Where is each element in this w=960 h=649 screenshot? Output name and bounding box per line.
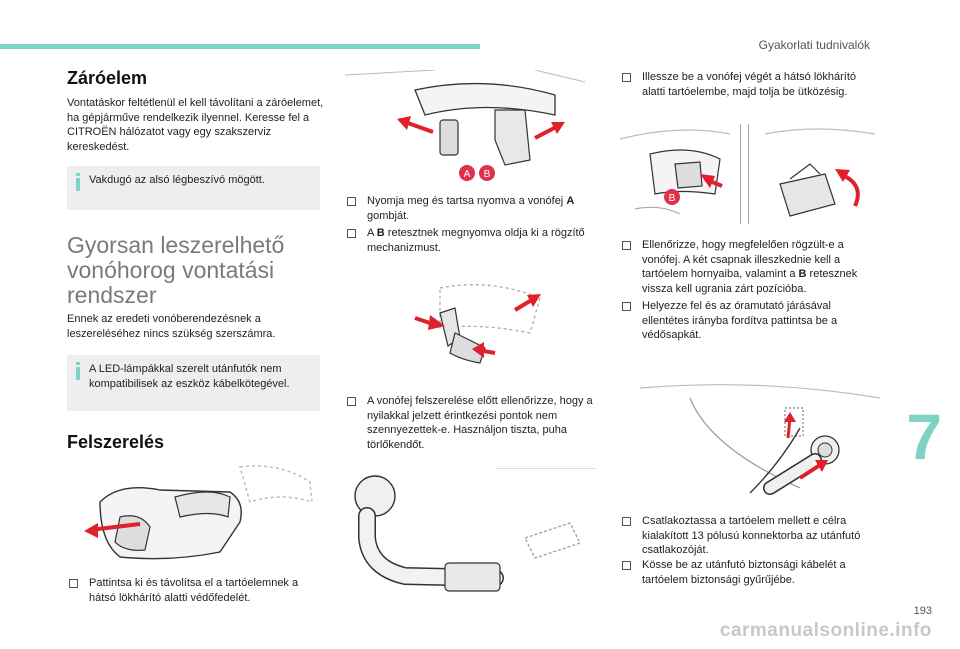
step-check-locked-text: Ellenőrizze, hogy megfelelően rögzült-e … <box>642 239 844 280</box>
step-connect-socket-text: Csatlakoztassa a tartóelem mellett e cél… <box>642 515 861 556</box>
step-insert-hook-text: Illessze be a vonófej végét a hátsó lökh… <box>642 71 857 98</box>
paragraph-vonohorog: Ennek az eredeti vonóberendezésnek a les… <box>67 313 276 340</box>
step-press-button-a: Nyomja meg és tartsa nyomva a vonófej A … <box>345 194 595 223</box>
checkbox-bullet-icon <box>622 561 631 570</box>
page-number: 193 <box>913 605 932 617</box>
step-release-latch-b-text-end: retesztnek megnyomva oldja ki a rögzítő … <box>367 227 585 254</box>
checkbox-bullet-icon <box>622 73 631 82</box>
step-safety-cable: Kösse be az utánfutó biztonsági kábelét … <box>620 558 880 587</box>
chapter-number: 7 <box>906 401 942 473</box>
illustration-cover-removal <box>84 465 313 560</box>
illustration-contact-points <box>414 284 541 364</box>
heading-vonohorog: Gyorsan leszerelhető vonóhorog vontatási… <box>67 232 285 308</box>
step-press-button-a-text-end: gombját. <box>367 209 410 222</box>
illustration-tow-hook <box>354 468 595 592</box>
label-b: B <box>669 193 676 204</box>
step-safety-cable-text: Kösse be az utánfutó biztonsági kábelét … <box>642 559 846 586</box>
step-check-locked-bold: B <box>798 268 807 280</box>
page-header-title: Gyakorlati tudnivalók <box>758 38 870 52</box>
step-check-contacts: A vonófej felszerelése előtt ellenőrizze… <box>345 394 595 452</box>
checkbox-bullet-icon <box>622 241 631 250</box>
info-icon <box>76 362 80 380</box>
divider <box>740 124 741 224</box>
label-a: A <box>464 169 471 180</box>
info-note-2-text: A LED-lámpákkal szerelt utánfutók nem ko… <box>89 363 290 390</box>
checkbox-bullet-icon <box>622 517 631 526</box>
divider <box>748 124 749 224</box>
label-b: B <box>484 169 491 180</box>
checkbox-bullet-icon <box>347 197 356 206</box>
info-note-2: A LED-lámpákkal szerelt utánfutók nem ko… <box>67 355 320 411</box>
illustration-connector <box>640 384 880 495</box>
info-note-1: Vakdugó az alsó légbeszívó mögött. <box>67 166 320 210</box>
info-icon <box>76 173 80 191</box>
illustration-insert-hook: B <box>620 129 731 215</box>
step-connect-socket: Csatlakoztassa a tartóelem mellett e cél… <box>620 514 880 558</box>
info-note-1-text: Vakdugó az alsó légbeszívó mögött. <box>89 174 265 186</box>
step-release-latch-b-bold: B <box>376 227 385 239</box>
checkbox-bullet-icon <box>622 302 631 311</box>
step-check-locked: Ellenőrizze, hogy megfelelően rögzült-e … <box>620 238 880 296</box>
step-check-locked-text-end: retesznek vissza kell ugrania zárt pozíc… <box>642 268 858 295</box>
heading-felszereles: Felszerelés <box>67 432 165 452</box>
label-b-marker <box>479 165 495 181</box>
step-press-button-a-bold: A <box>566 195 575 207</box>
step-remove-cover-text: Pattintsa ki és távolítsa el a tartóelem… <box>89 577 299 604</box>
step-press-button-a-text: Nyomja meg és tartsa nyomva a vonófej <box>367 195 567 207</box>
illustration-lock-check <box>764 128 876 217</box>
step-check-contacts-text: A vonófej felszerelése előtt ellenőrizze… <box>367 395 593 451</box>
checkbox-bullet-icon <box>347 229 356 238</box>
step-release-latch-b-text: A <box>367 227 377 239</box>
header-accent-bar <box>0 44 480 49</box>
heading-zaroelem: Záróelem <box>67 68 148 88</box>
step-fit-cap-text: Helyezze fel és az óramutató járásával e… <box>642 300 838 341</box>
step-fit-cap: Helyezze fel és az óramutató járásával e… <box>620 299 880 343</box>
checkbox-bullet-icon <box>347 397 356 406</box>
illustration-buttons-a-b: A B <box>345 70 585 181</box>
step-insert-hook: Illessze be a vonófej végét a hátsó lökh… <box>620 70 880 99</box>
step-remove-cover: Pattintsa ki és távolítsa el a tartóelem… <box>67 576 325 605</box>
paragraph-zaroelem: Vontatáskor feltétlenül el kell távolíta… <box>67 97 324 153</box>
watermark: carmanualsonline.info <box>719 620 932 641</box>
step-release-latch-b: A B retesztnek megnyomva oldja ki a rögz… <box>345 226 595 255</box>
checkbox-bullet-icon <box>69 579 78 588</box>
label-a-marker <box>459 165 475 181</box>
